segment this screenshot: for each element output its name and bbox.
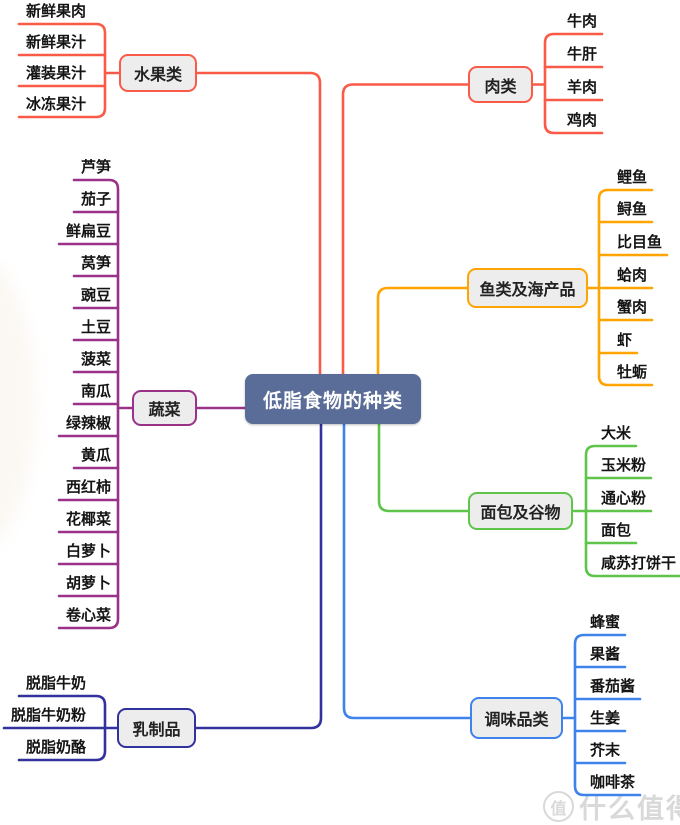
leaf-item[interactable]: 果酱 (590, 645, 621, 663)
branch-line (573, 633, 642, 797)
leaf-item[interactable]: 咖啡茶 (590, 773, 636, 791)
leaf-item[interactable]: 芦笋 (80, 158, 111, 176)
leaf-item[interactable]: 鲟鱼 (617, 200, 648, 218)
leaf-item[interactable]: 蛤肉 (617, 266, 648, 284)
leaf-item[interactable]: 灌装果汁 (25, 64, 86, 82)
leaf-item[interactable]: 茄子 (80, 190, 111, 208)
leaf-item[interactable]: 牡蛎 (617, 363, 648, 381)
leaf-item[interactable]: 莴笋 (80, 254, 111, 272)
node-fish[interactable]: 鱼类及海产品 (467, 268, 588, 308)
leaf-item[interactable]: 玉米粉 (601, 456, 647, 474)
leaf-item[interactable]: 白萝卜 (65, 542, 111, 560)
branch-line (376, 286, 469, 376)
node-bread[interactable]: 面包及谷物 (468, 492, 573, 530)
leaf-item[interactable]: 面包 (601, 521, 632, 539)
leaf-item[interactable]: 蜂蜜 (590, 613, 621, 631)
leaf-item[interactable]: 咸苏打饼干 (601, 554, 677, 572)
leaf-item[interactable]: 鲤鱼 (617, 168, 648, 186)
leaf-item[interactable]: 脱脂奶酪 (25, 738, 86, 756)
leaf-item[interactable]: 蟹肉 (617, 298, 648, 316)
leaf-item[interactable]: 土豆 (80, 318, 111, 336)
leaf-item[interactable]: 新鲜果肉 (25, 2, 86, 20)
leaf-item[interactable]: 南瓜 (80, 382, 111, 400)
leaf-item[interactable]: 胡萝卜 (65, 574, 111, 592)
node-vegetables[interactable]: 蔬菜 (132, 390, 197, 426)
central-topic-node[interactable]: 低脂食物的种类 (245, 374, 421, 424)
branch-line (195, 71, 322, 376)
branch-line (543, 32, 604, 135)
node-meat[interactable]: 肉类 (468, 66, 533, 103)
leaf-item[interactable]: 牛肝 (567, 45, 598, 63)
leaf-item[interactable]: 新鲜果汁 (25, 33, 86, 51)
branch-line (377, 422, 470, 513)
leaf-item[interactable]: 生姜 (590, 709, 621, 727)
leaf-item[interactable]: 虾 (617, 331, 633, 349)
leaf-item[interactable]: 通心粉 (601, 489, 647, 507)
leaf-item[interactable]: 比目鱼 (617, 233, 663, 251)
leaf-item[interactable]: 花椰菜 (65, 510, 111, 528)
watermark-logo-icon: 值 (543, 791, 574, 822)
branch-line (342, 422, 472, 720)
leaf-item[interactable]: 脱脂牛奶 (25, 674, 86, 692)
leaf-item[interactable]: 羊肉 (567, 78, 598, 96)
leaf-item[interactable]: 豌豆 (80, 286, 111, 304)
node-fruits[interactable]: 水果类 (119, 54, 197, 92)
leaf-item[interactable]: 大米 (601, 424, 632, 442)
leaf-item[interactable]: 牛肉 (567, 12, 598, 30)
leaf-item[interactable]: 番茄酱 (590, 677, 636, 695)
branch-line (194, 422, 323, 730)
watermark-text: 什么值得买 (579, 794, 680, 825)
leaf-item[interactable]: 西红柿 (65, 478, 111, 496)
leaf-item[interactable]: 绿辣椒 (65, 414, 111, 432)
node-condiments[interactable]: 调味品类 (470, 697, 563, 739)
leaf-item[interactable]: 鲜扁豆 (65, 222, 111, 240)
node-dairy[interactable]: 乳制品 (117, 708, 196, 748)
leaf-item[interactable]: 菠菜 (80, 350, 111, 368)
branch-line (17, 22, 107, 119)
leaf-item[interactable]: 黄瓜 (80, 446, 111, 464)
leaf-item[interactable]: 脱脂牛奶粉 (10, 706, 86, 724)
leaf-item[interactable]: 芥末 (590, 741, 621, 759)
leaf-item[interactable]: 卷心菜 (65, 606, 111, 624)
leaf-item[interactable]: 鸡肉 (567, 111, 598, 129)
site-watermark: 值 什么值得买 (543, 787, 680, 825)
leaf-item[interactable]: 冰冻果汁 (25, 95, 86, 113)
branch-line (341, 83, 470, 376)
